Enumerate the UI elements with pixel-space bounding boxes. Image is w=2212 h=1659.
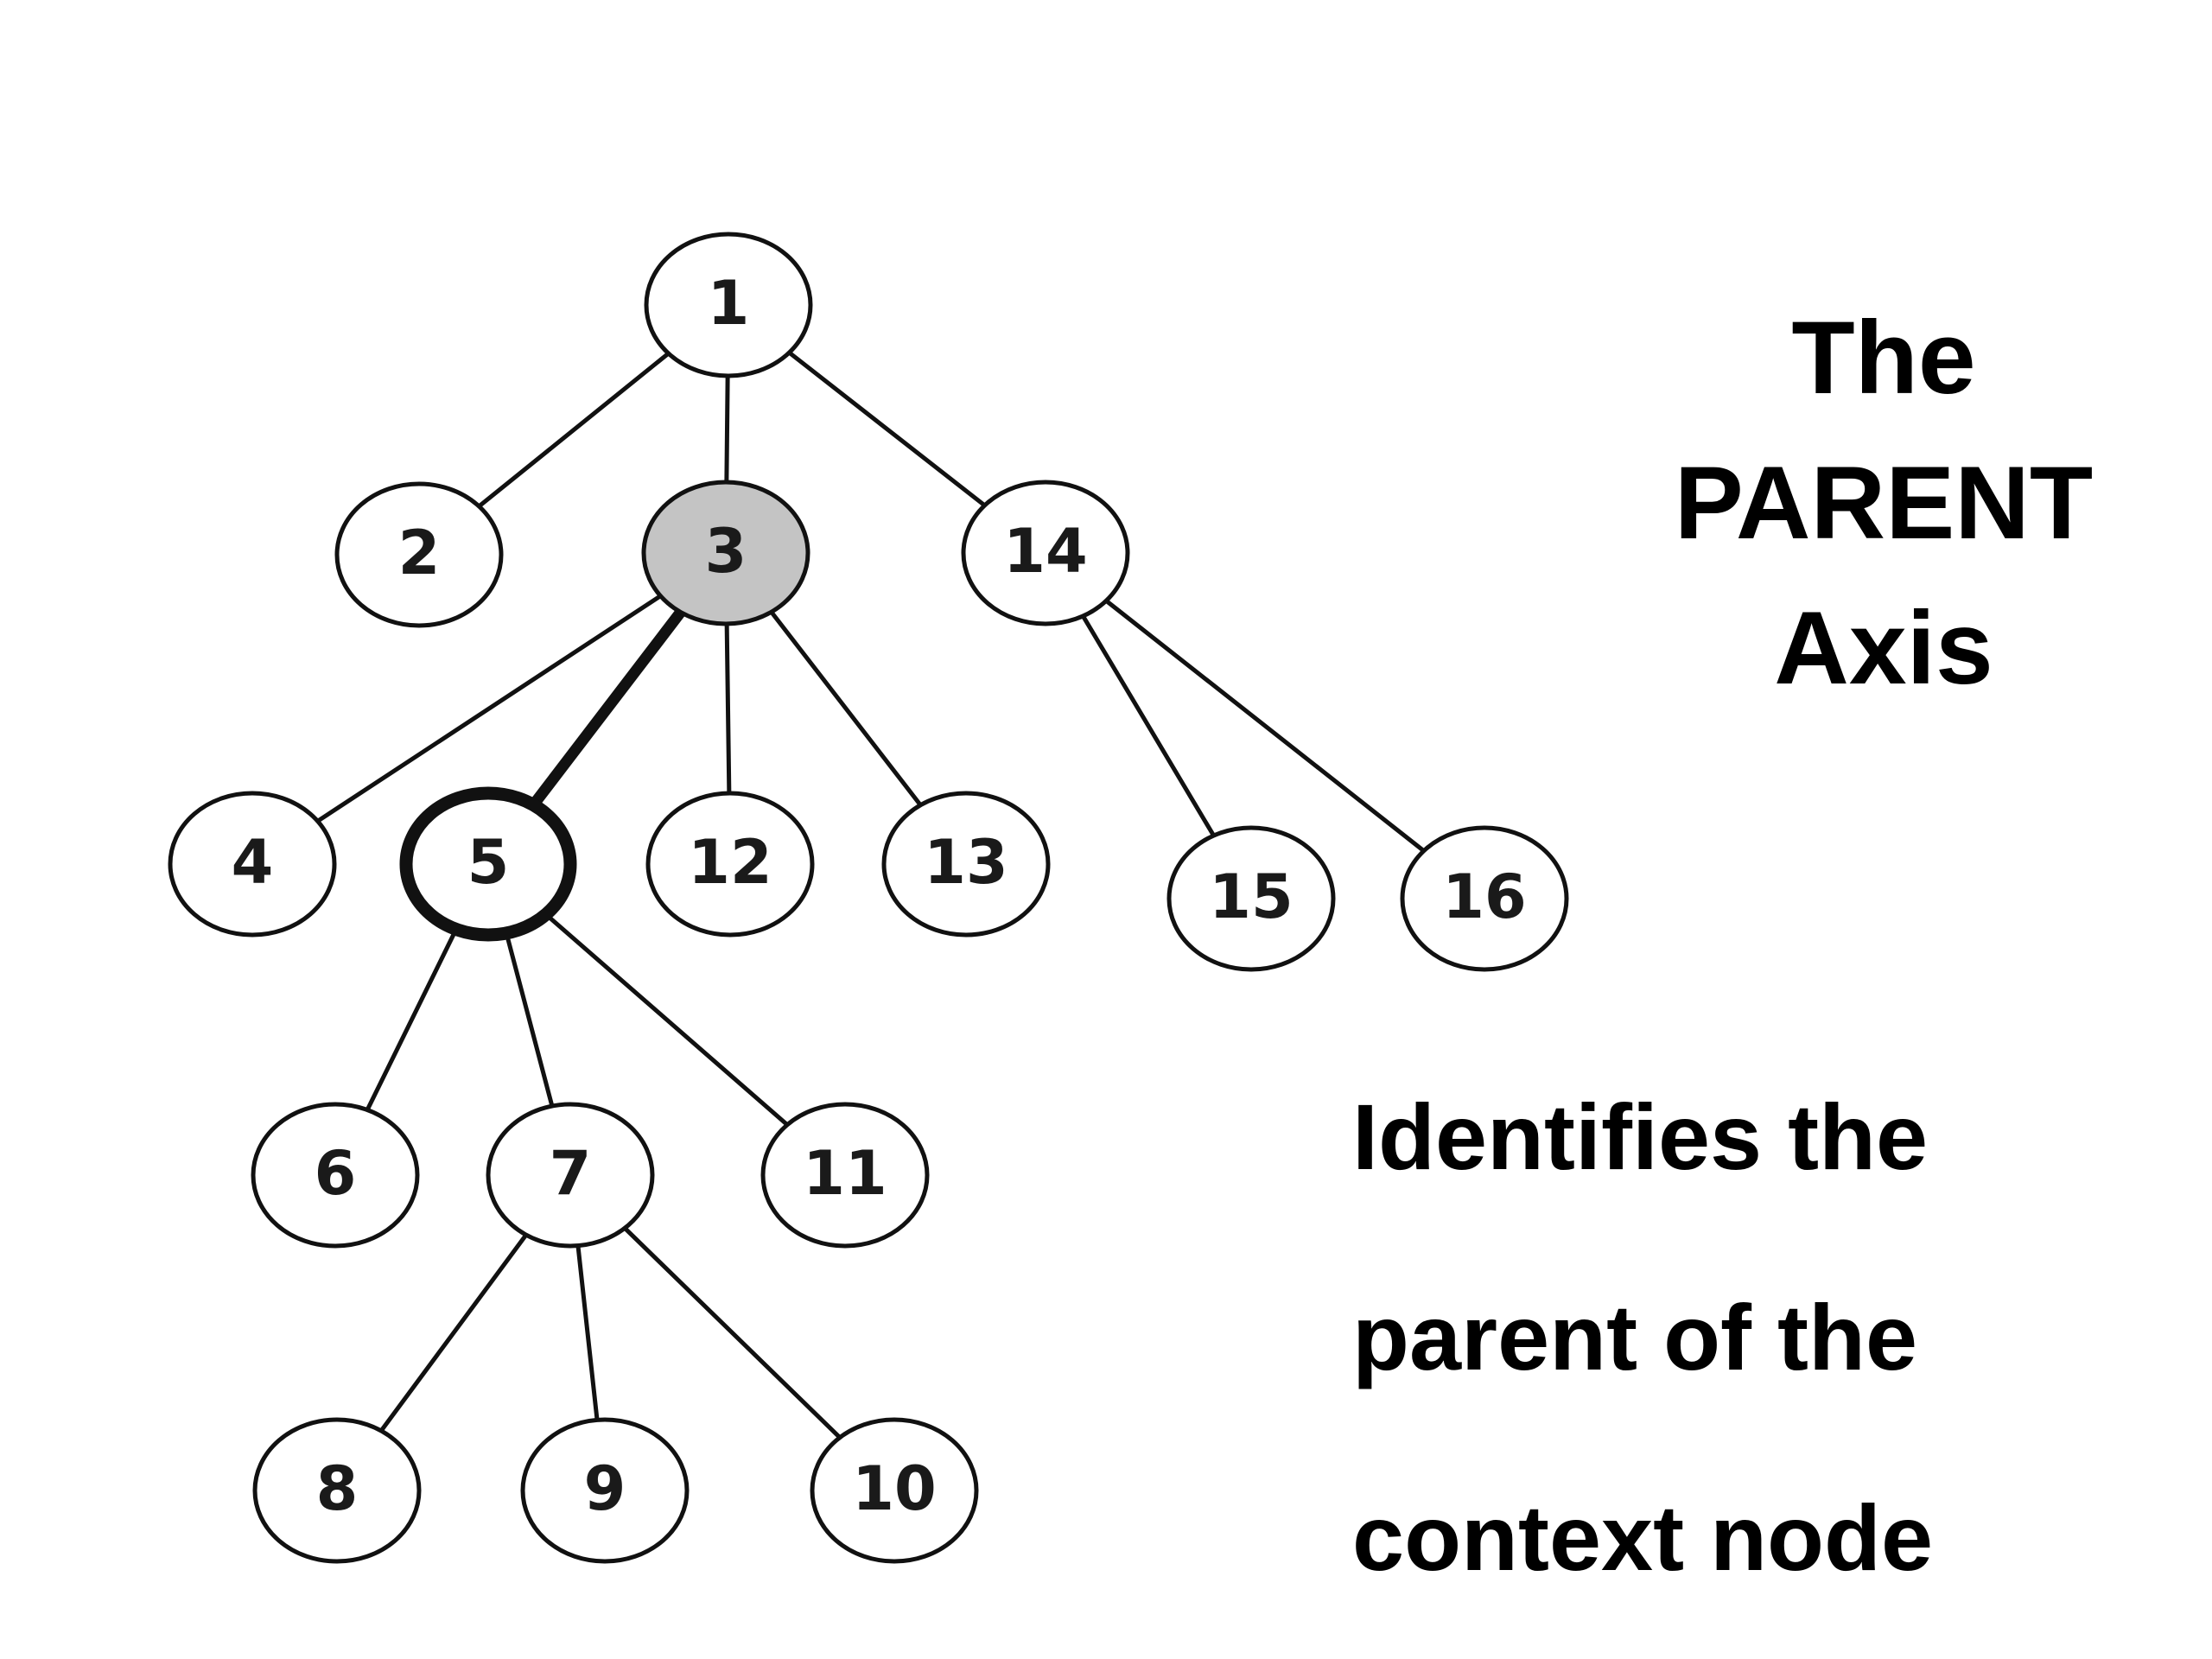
tree-edge-3-4 (315, 594, 663, 823)
tree-edge-5-6 (365, 926, 459, 1113)
node-circle (252, 1417, 422, 1564)
node-label: 13 (924, 827, 1007, 898)
description-line: parent of the (1352, 1285, 1918, 1389)
title-line: The (1791, 300, 1976, 416)
tree-node-13: 13 (881, 791, 1051, 938)
node-label: 2 (398, 518, 441, 588)
node-circle (961, 480, 1130, 626)
node-circle (1400, 825, 1569, 972)
tree-node-6: 6 (251, 1102, 420, 1249)
tree-edge-1-3 (724, 373, 730, 485)
node-circle (399, 786, 577, 942)
node-circle (645, 791, 815, 938)
tree-edge-7-9 (575, 1243, 600, 1422)
node-label: 7 (550, 1138, 592, 1209)
tree-node-2: 2 (334, 481, 504, 628)
node-circle (1166, 825, 1336, 972)
node-label: 14 (1003, 516, 1087, 587)
tree-edge-1-14 (786, 350, 988, 508)
tree-edge-3-12 (724, 621, 732, 796)
node-label: 8 (316, 1453, 359, 1524)
tree-edge-3-5 (527, 606, 687, 811)
description-line: context node (1352, 1485, 1934, 1590)
tree-edge-14-15 (1080, 613, 1217, 838)
node-label: 15 (1209, 861, 1293, 932)
tree-edge-1-2 (476, 351, 671, 509)
node-circle (251, 1102, 420, 1249)
tree-node-3: 3 (641, 480, 810, 626)
node-label: 9 (584, 1453, 626, 1524)
node-circle (168, 791, 337, 938)
node-label: 6 (315, 1138, 357, 1209)
tree-node-1: 1 (644, 232, 813, 378)
node-label: 11 (803, 1138, 887, 1209)
node-circle (810, 1417, 979, 1564)
tree-node-14: 14 (961, 480, 1130, 626)
tree-edges (315, 350, 1427, 1440)
node-circle (334, 481, 504, 628)
tree-edge-3-13 (769, 609, 923, 808)
tree-node-16: 16 (1400, 825, 1569, 972)
node-label: 12 (688, 827, 772, 898)
tree-node-11: 11 (760, 1102, 930, 1249)
slide-description: Identifies the parent of the context nod… (1352, 1037, 2130, 1638)
node-circle (486, 1102, 655, 1249)
node-label: 5 (467, 827, 510, 898)
title-line: Axis (1774, 590, 1993, 706)
tree-node-5: 5 (399, 786, 577, 942)
title-line: PARENT (1674, 445, 2094, 561)
node-label: 3 (705, 516, 747, 587)
tree-edge-5-11 (543, 912, 790, 1128)
node-label: 4 (232, 827, 274, 898)
tree-edge-7-10 (622, 1225, 842, 1440)
tree-node-7: 7 (486, 1102, 655, 1249)
tree-node-4: 4 (168, 791, 337, 938)
tree-edge-5-7 (504, 931, 555, 1109)
slide-title: The PARENT Axis (1624, 285, 2143, 721)
node-label: 10 (852, 1453, 936, 1524)
tree-edge-14-16 (1103, 598, 1427, 854)
tree-node-10: 10 (810, 1417, 979, 1564)
tree-node-15: 15 (1166, 825, 1336, 972)
node-circle (644, 232, 813, 378)
tree-node-12: 12 (645, 791, 815, 938)
node-circle (881, 791, 1051, 938)
tree-node-8: 8 (252, 1417, 422, 1564)
tree-node-9: 9 (520, 1417, 690, 1564)
description-line: Identifies the (1352, 1084, 1929, 1189)
tree-edge-7-8 (378, 1232, 529, 1433)
node-label: 16 (1442, 861, 1526, 932)
node-circle (760, 1102, 930, 1249)
node-circle (520, 1417, 690, 1564)
node-label: 1 (708, 268, 750, 339)
node-circle (641, 480, 810, 626)
